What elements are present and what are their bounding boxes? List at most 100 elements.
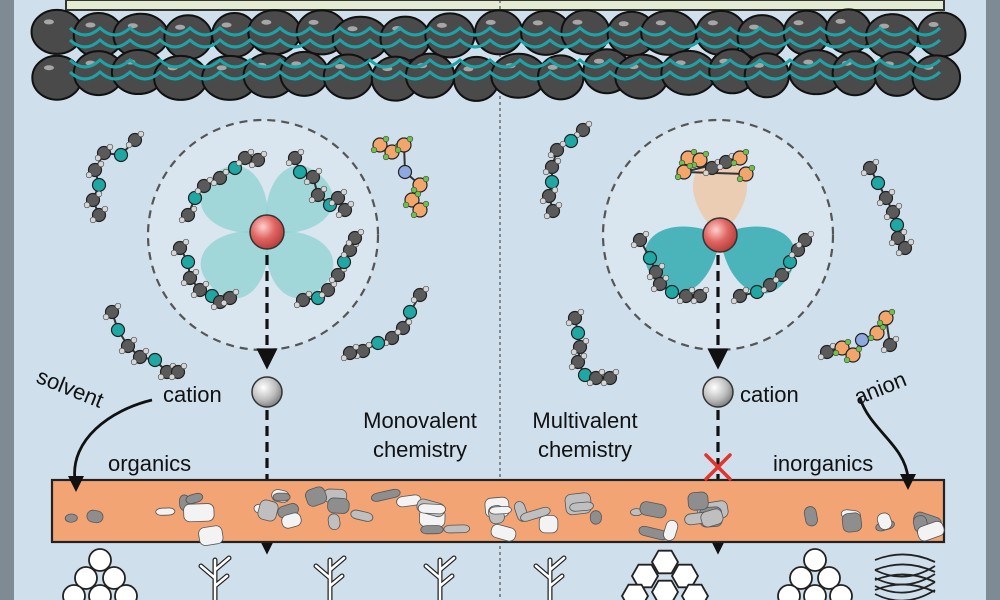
dendrite-icon xyxy=(198,555,232,600)
particle-highlight xyxy=(221,22,232,28)
sei-grain xyxy=(841,512,863,533)
molecule xyxy=(285,148,355,219)
sei-grain xyxy=(490,523,517,542)
desolvated-cation-right xyxy=(702,376,734,408)
sei-grain xyxy=(443,524,471,534)
molecule xyxy=(170,238,240,311)
desolvated-cation-left xyxy=(251,376,283,408)
multivalent-label-line1: Multivalent xyxy=(532,408,637,433)
solvated-cation-right xyxy=(702,217,738,253)
blocked-x-icon xyxy=(704,453,732,481)
arrow-down-icon xyxy=(256,348,278,370)
sei-grain xyxy=(86,509,104,524)
molecule xyxy=(539,120,593,220)
pointer-arrows xyxy=(73,397,910,481)
current-collector-strip xyxy=(65,0,945,11)
particle-highlight xyxy=(793,20,804,26)
sei-grain xyxy=(700,508,724,528)
electrode-particle xyxy=(163,14,213,61)
particle-highlight xyxy=(655,20,666,26)
particle-highlight xyxy=(43,19,54,25)
binder-strand xyxy=(68,25,942,37)
hexagonal-cluster-icon xyxy=(620,549,710,600)
particle-highlight xyxy=(335,63,346,69)
sei-grain xyxy=(350,509,374,522)
anion-lobe xyxy=(693,160,747,235)
sei-grain xyxy=(803,506,818,527)
molecule xyxy=(340,285,430,362)
particle-highlight xyxy=(485,19,496,25)
solvent-and-anion-molecules xyxy=(83,120,915,387)
cation-label-left: cation xyxy=(163,382,222,407)
sei-grain xyxy=(663,519,679,541)
molecule xyxy=(83,130,145,224)
polymer-binder-strands xyxy=(68,25,942,81)
molecule xyxy=(860,158,915,257)
particle-highlight xyxy=(532,20,543,26)
molecule xyxy=(565,308,620,387)
binder-strand xyxy=(68,37,942,49)
particle-highlight xyxy=(803,59,814,65)
sphere-cluster-icon xyxy=(777,548,853,600)
particle-highlight xyxy=(593,58,604,64)
binder-strand xyxy=(68,57,942,69)
multivalent-label-line2: chemistry xyxy=(538,437,632,462)
solvent-lobe xyxy=(265,230,334,299)
particle-highlight xyxy=(928,22,939,28)
particle-highlight xyxy=(879,23,890,29)
sei-grain xyxy=(420,525,444,535)
dendrite-icon xyxy=(423,555,457,600)
sphere-cluster-icon xyxy=(62,548,138,600)
particle-highlight xyxy=(175,24,186,30)
particle-highlight xyxy=(572,19,583,25)
sei-grain xyxy=(64,513,78,523)
sei-grain xyxy=(327,497,350,514)
molecule xyxy=(817,308,900,364)
particle-highlight xyxy=(261,19,272,25)
monovalent-label-line2: chemistry xyxy=(373,437,467,462)
molecule xyxy=(293,228,365,309)
sei-grain xyxy=(876,512,893,531)
particle-highlight xyxy=(85,22,96,28)
dendrite-icon xyxy=(533,555,567,600)
sei-grain xyxy=(639,501,667,519)
particle-highlight xyxy=(347,26,358,32)
sei-grain xyxy=(281,512,302,529)
molecule xyxy=(630,230,710,305)
sei-grain xyxy=(198,525,224,546)
sei-grain xyxy=(520,506,551,522)
particle-highlight xyxy=(707,20,718,26)
molecule xyxy=(370,135,430,219)
organics-label: organics xyxy=(108,451,191,476)
molecule xyxy=(102,302,188,381)
solvent-lobe xyxy=(200,230,269,299)
particle-highlight xyxy=(749,24,760,30)
sei-grain xyxy=(488,505,512,515)
sei-grain xyxy=(417,503,446,515)
monovalent-label-line1: Monovalent xyxy=(363,408,477,433)
sei-grain xyxy=(370,488,401,502)
sei-grain xyxy=(327,513,341,531)
cation-label-right: cation xyxy=(740,382,799,407)
sei-grain xyxy=(155,507,176,516)
mesh-icon xyxy=(874,553,936,600)
particle-highlight xyxy=(308,19,319,25)
sei-grain xyxy=(589,510,602,525)
particle-highlight xyxy=(618,21,629,27)
pointer-arrowheads xyxy=(68,474,916,492)
sei-grain xyxy=(257,499,279,522)
solvated-cation-left xyxy=(249,214,285,250)
electrode-particle xyxy=(831,50,879,97)
molecule xyxy=(674,148,756,183)
sei-grain xyxy=(185,492,204,505)
electrodeposit-morphologies xyxy=(62,548,936,600)
sei-grain xyxy=(183,503,215,523)
sei-grain xyxy=(687,491,709,511)
molecule xyxy=(730,230,815,305)
particle-highlight xyxy=(436,22,447,28)
sei-grain xyxy=(272,492,291,502)
molecule xyxy=(178,148,268,224)
particle-highlight xyxy=(547,64,558,70)
particle-highlight xyxy=(216,65,227,71)
